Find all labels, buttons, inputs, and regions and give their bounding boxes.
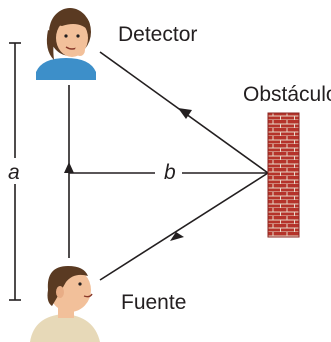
incident-path bbox=[99, 172, 269, 281]
obstacle-label: Obstáculo bbox=[243, 83, 331, 106]
detector-person-icon bbox=[36, 8, 96, 80]
direct-path-arrow bbox=[64, 162, 74, 173]
dimension-a-label: a bbox=[8, 161, 20, 184]
source-person-icon bbox=[30, 266, 100, 342]
source-label: Fuente bbox=[121, 291, 187, 314]
incident-path-arrow bbox=[170, 232, 184, 241]
brick-wall-obstacle bbox=[267, 112, 300, 238]
distance-b-label: b bbox=[160, 162, 180, 183]
dimension-a-bracket bbox=[9, 42, 21, 301]
reflected-path-arrow bbox=[178, 108, 192, 119]
detector-label: Detector bbox=[118, 23, 198, 46]
